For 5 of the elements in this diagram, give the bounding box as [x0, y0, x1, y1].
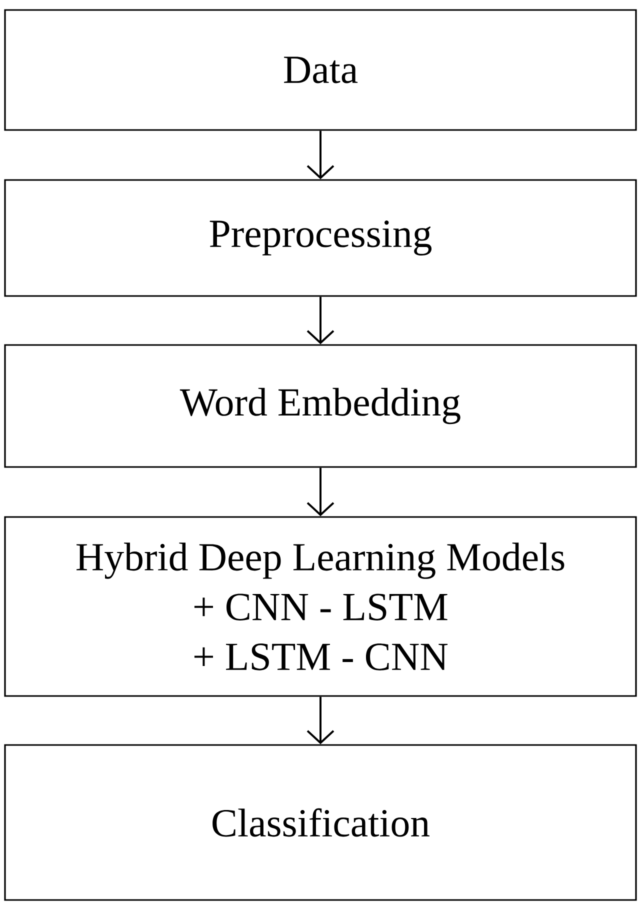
process-box: Preprocessing [4, 179, 637, 297]
process-box: Classification [4, 744, 637, 901]
process-box: Data [4, 9, 637, 131]
process-box: Word Embedding [4, 344, 637, 468]
process-box: Hybrid Deep Learning Models + CNN - LSTM + LSTM - CNN [4, 516, 637, 697]
